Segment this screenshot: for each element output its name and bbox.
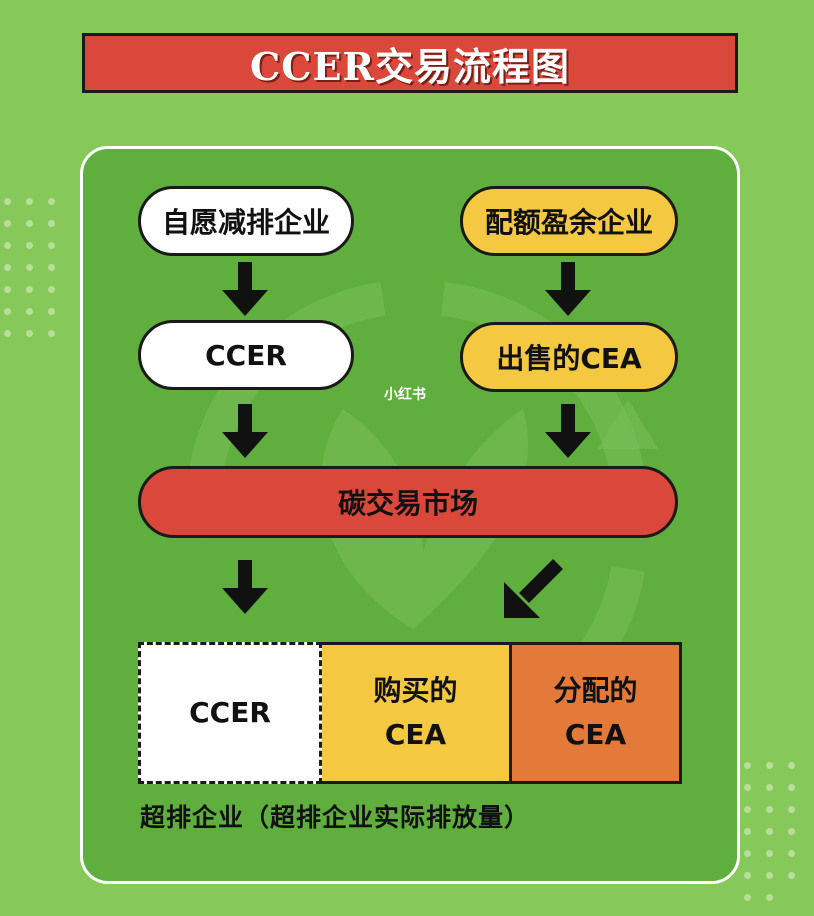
title-banner: CCER交易流程图 [82, 33, 738, 93]
ccer-box-label: CCER [189, 696, 271, 729]
ccer-node: CCER [138, 320, 354, 390]
carbon-market-node: 碳交易市场 [138, 466, 678, 538]
arrow-down-icon [222, 404, 268, 458]
quota-surplus-node: 配额盈余企业 [460, 186, 678, 256]
allocated-cea-line1: 分配的 [553, 674, 638, 707]
ccer-node-label: CCER [205, 338, 287, 372]
arrow-diagonal-icon [504, 559, 563, 618]
allocated-cea-box: 分配的 CEA [512, 642, 682, 784]
bought-cea-line2: CEA [384, 718, 447, 751]
arrow-down-icon [545, 404, 591, 458]
allocated-cea-line2: CEA [564, 718, 627, 751]
carbon-market-label: 碳交易市场 [337, 487, 478, 520]
caption: 超排企业（超排企业实际排放量） [140, 803, 531, 832]
voluntary-reduction-node: 自愿减排企业 [138, 186, 354, 256]
bought-cea-line1: 购买的 [373, 674, 458, 707]
sold-cea-label: 出售的CEA [496, 342, 642, 375]
quota-surplus-label: 配额盈余企业 [484, 206, 653, 239]
bought-cea-box: 购买的 CEA [322, 642, 512, 784]
arrow-down-icon [545, 262, 591, 316]
arrow-down-icon [222, 262, 268, 316]
watermark: 小红书 [384, 387, 426, 403]
sold-cea-node: 出售的CEA [460, 322, 678, 392]
arrow-down-icon [222, 560, 268, 614]
ccer-box: CCER [138, 642, 322, 784]
voluntary-reduction-label: 自愿减排企业 [161, 206, 330, 239]
page-title: CCER交易流程图 [249, 43, 571, 89]
